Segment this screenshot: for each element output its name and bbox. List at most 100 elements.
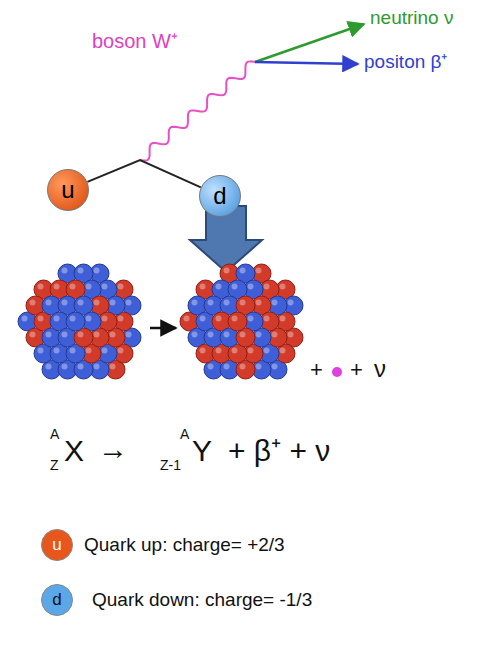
highlight [208,332,214,338]
highlight [288,332,294,338]
highlight [70,284,76,290]
boson-wave [140,61,255,160]
highlight [46,332,52,338]
legend-text: Quark up: charge= +2/3 [84,535,285,556]
reaction-arrow [150,327,176,330]
highlight [240,364,246,370]
highlight [54,316,60,322]
highlight [272,364,278,370]
highlight [70,348,76,354]
quark-line [87,160,200,187]
highlight [200,284,206,290]
highlight [78,300,84,306]
highlight [86,348,92,354]
decay-products: + β⁺ + ν [228,434,330,467]
atomic-number: Z-1 [160,458,181,473]
highlight [62,268,68,274]
neutrino-label: neutrino ν [370,8,453,29]
highlight [240,268,246,274]
highlight [240,300,246,306]
neutron [66,312,85,331]
highlight [280,284,286,290]
proton [228,312,247,331]
highlight [78,268,84,274]
highlight [78,364,84,370]
highlight [94,364,100,370]
highlight [30,300,36,306]
highlight [62,300,68,306]
quark-letter: d [213,182,226,210]
highlight [192,332,198,338]
highlight [264,348,270,354]
highlight [248,316,254,322]
quark-up: u [47,169,89,211]
highlight [272,332,278,338]
mass-number: A [180,427,189,442]
highlight [184,316,190,322]
highlight [240,332,246,338]
highlight [126,300,132,306]
highlight [192,300,198,306]
highlight [46,300,52,306]
highlight [232,284,238,290]
highlight [224,332,230,338]
highlight [70,316,76,322]
highlight [256,332,262,338]
highlight [216,284,222,290]
highlight [46,364,52,370]
positron-arrow [255,62,358,64]
positron-label: positon β⁺ [364,52,447,73]
highlight [86,316,92,322]
highlight [22,316,28,322]
plus-sign: + [310,358,323,382]
swatch-letter: u [52,536,61,555]
highlight [30,332,36,338]
highlight [256,364,262,370]
highlight [256,300,262,306]
daughter-nucleus: Y [192,434,212,467]
highlight [224,268,230,274]
neutrino-symbol: ν [374,356,386,382]
highlight [208,364,214,370]
reaction-arrow-sign: → [98,432,128,465]
highlight [280,348,286,354]
highlight [110,364,116,370]
highlight [200,316,206,322]
swatch-letter: d [52,591,61,610]
mass-number: A [50,427,59,442]
nucleus [180,264,303,379]
highlight [110,332,116,338]
highlight [208,300,214,306]
highlight [256,268,262,274]
highlight [216,316,222,322]
highlight [248,348,254,354]
highlight [264,284,270,290]
positron-dot [332,367,342,377]
plus-sign: + [350,358,363,382]
highlight [94,300,100,306]
highlight [94,332,100,338]
highlight [102,284,108,290]
legend-text: Quark down: charge= -1/3 [92,590,312,611]
highlight [86,284,92,290]
atomic-number: Z [50,458,59,473]
highlight [272,300,278,306]
highlight [102,316,108,322]
highlight [54,348,60,354]
highlight [118,284,124,290]
highlight [102,348,108,354]
nucleus [18,264,141,379]
highlight [280,316,286,322]
highlight [216,348,222,354]
highlight [38,316,44,322]
highlight [62,332,68,338]
highlight [94,268,100,274]
highlight [118,348,124,354]
quark-letter: u [61,176,74,204]
boson-label: boson W⁺ [92,30,178,52]
neutrino-arrow [255,24,364,62]
highlight [288,300,294,306]
highlight [126,332,132,338]
